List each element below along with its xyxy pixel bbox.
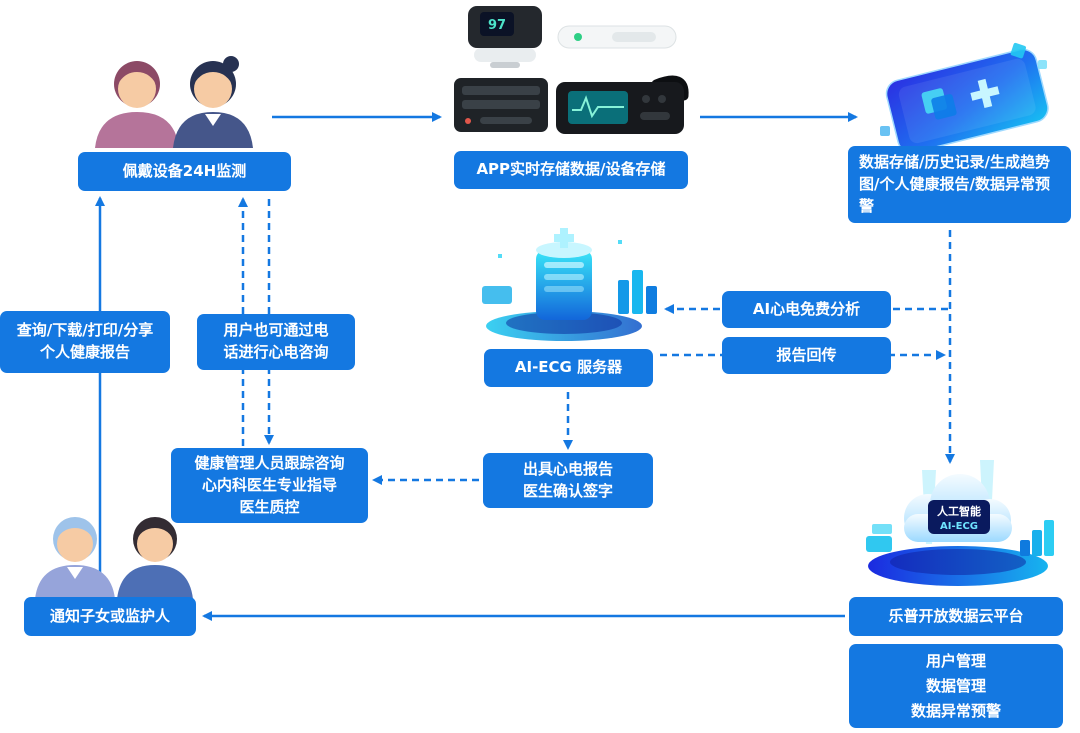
node-data-storage-label: 数据存储/历史记录/生成趋势图/个人健康报告/数据异常预警 — [859, 153, 1050, 215]
node-wear-device-label: 佩戴设备24H监测 — [122, 161, 247, 180]
oximeter-reading: 97 — [488, 18, 506, 33]
node-app-storage: APP实时存储数据/设备存储 — [454, 151, 688, 189]
devices-illustration: 97 — [450, 4, 695, 148]
node-ecg-server: AI-ECG 服务器 — [484, 349, 653, 387]
node-query-report-line1: 查询/下载/打印/分享 — [16, 321, 154, 340]
node-ai-analysis-label: AI心电免费分析 — [752, 299, 861, 318]
node-query-report-line2: 个人健康报告 — [39, 343, 130, 361]
oximeter-device: 97 — [468, 6, 542, 68]
node-health-manage: 健康管理人员跟踪咨询 心内科医生专业指导 医生质控 — [171, 448, 368, 524]
node-platform-functions-line2: 数据管理 — [925, 676, 986, 695]
node-ecg-server-label: AI-ECG 服务器 — [514, 358, 623, 377]
guardians-illustration — [25, 505, 210, 603]
node-phone-consult: 用户也可通过电 话进行心电咨询 — [197, 314, 355, 370]
node-ai-analysis: AI心电免费分析 — [722, 291, 891, 328]
node-health-manage-line2: 心内科医生专业指导 — [201, 475, 337, 494]
node-issue-report-line1: 出具心电报告 — [522, 459, 613, 478]
cloud-badge-text-cn: 人工智能 — [937, 504, 981, 518]
node-phone-consult-line1: 用户也可通过电 — [223, 321, 329, 340]
node-notify-guardian: 通知子女或监护人 — [24, 597, 196, 636]
phone-illustration — [862, 38, 1072, 160]
node-report-return: 报告回传 — [722, 337, 891, 374]
node-platform-functions-line1: 用户管理 — [925, 652, 986, 670]
node-notify-guardian-label: 通知子女或监护人 — [49, 606, 170, 625]
node-phone-consult-line2: 话进行心电咨询 — [223, 343, 329, 361]
ecg-machine — [556, 75, 689, 134]
node-platform-functions-line3: 数据异常预警 — [910, 701, 1001, 720]
cloud-platform-illustration: 人工智能 AI-ECG — [852, 452, 1067, 598]
guardian-left — [35, 517, 115, 599]
node-cloud-platform-label: 乐普开放数据云平台 — [888, 606, 1024, 625]
cloud-ai-badge — [928, 500, 990, 534]
server-illustration — [468, 224, 673, 348]
cloud-badge-text-en: AI-ECG — [940, 521, 978, 532]
node-query-report: 查询/下载/打印/分享 个人健康报告 — [0, 311, 170, 373]
node-data-storage: 数据存储/历史记录/生成趋势图/个人健康报告/数据异常预警 — [848, 146, 1071, 224]
node-cloud-platform: 乐普开放数据云平台 — [849, 597, 1063, 636]
person-left — [95, 61, 179, 148]
node-health-manage-line1: 健康管理人员跟踪咨询 — [194, 454, 345, 472]
node-report-return-label: 报告回传 — [776, 345, 837, 364]
guardian-right — [117, 517, 193, 599]
person-right — [173, 56, 253, 148]
node-issue-report: 出具心电报告 医生确认签字 — [483, 453, 653, 508]
node-app-storage-label: APP实时存储数据/设备存储 — [476, 160, 666, 179]
node-wear-device: 佩戴设备24H监测 — [78, 152, 291, 191]
users-illustration — [85, 48, 270, 152]
node-platform-functions: 用户管理 数据管理 数据异常预警 — [849, 644, 1063, 729]
holter-device — [454, 78, 548, 132]
node-issue-report-line2: 医生确认签字 — [522, 481, 613, 500]
wristband-device — [557, 25, 677, 49]
node-health-manage-line3: 医生质控 — [239, 497, 300, 516]
